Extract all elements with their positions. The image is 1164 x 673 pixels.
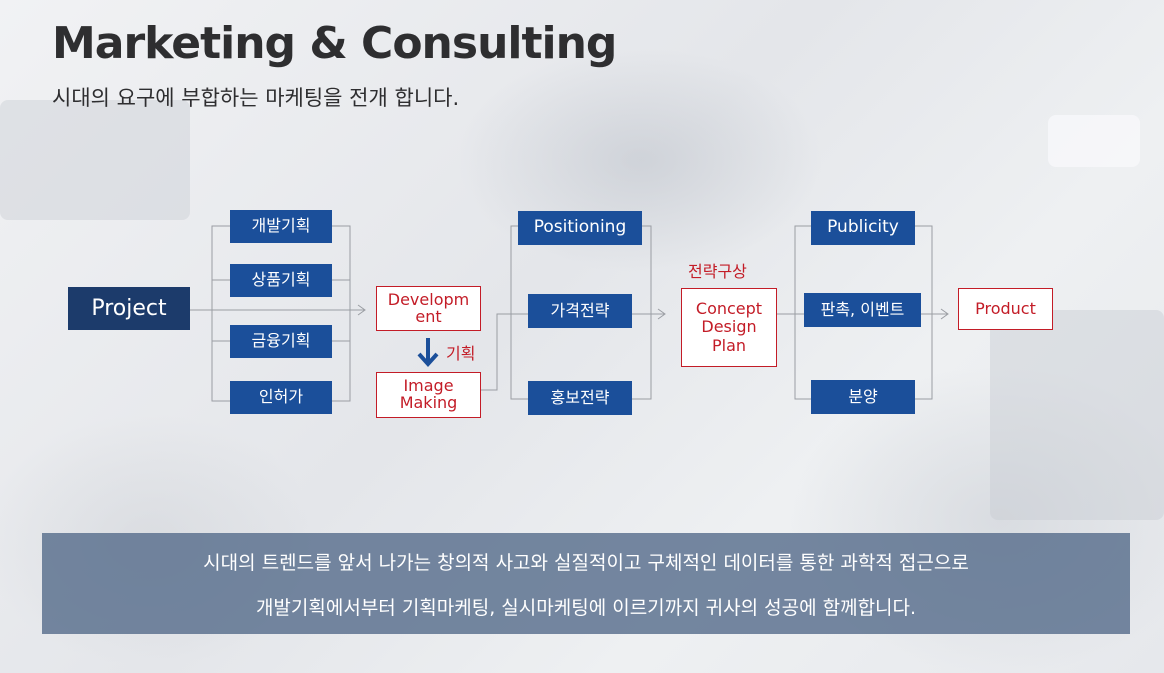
planning-item-product: 상품기획 [230, 264, 332, 297]
background-laptop-shape [0, 100, 190, 220]
summary-banner: 시대의 트렌드를 앞서 나가는 창의적 사고와 실질적이고 구체적인 데이터를 … [42, 533, 1130, 634]
positioning-header: Positioning [518, 211, 642, 245]
planning-label: 기획 [446, 344, 476, 363]
publicity-item-event: 판촉, 이벤트 [804, 293, 921, 327]
publicity-item-sale: 분양 [811, 380, 915, 414]
arrow-down-icon [417, 338, 439, 367]
page-subtitle: 시대의 요구에 부합하는 마케팅을 전개 합니다. [52, 86, 460, 110]
positioning-item-price: 가격전략 [528, 294, 632, 328]
positioning-item-promotion: 홍보전략 [528, 381, 632, 415]
banner-line-1: 시대의 트렌드를 앞서 나가는 창의적 사고와 실질적이고 구체적인 데이터를 … [203, 552, 969, 574]
planning-item-finance: 금융기획 [230, 325, 332, 358]
background-device-shape [990, 310, 1164, 520]
concept-box: Concept Design Plan [681, 288, 777, 367]
image-making-box: Image Making [376, 372, 481, 418]
development-box: Developm ent [376, 286, 481, 331]
strategy-label: 전략구상 [688, 262, 747, 281]
publicity-header: Publicity [811, 211, 915, 245]
background-phone-shape [1048, 115, 1140, 167]
page-title: Marketing & Consulting [52, 18, 617, 69]
project-box: Project [68, 287, 190, 330]
product-box: Product [958, 288, 1053, 330]
planning-item-permit: 인허가 [230, 381, 332, 414]
banner-line-2: 개발기획에서부터 기획마케팅, 실시마케팅에 이르기까지 귀사의 성공에 함께합… [255, 597, 917, 619]
planning-item-development: 개발기획 [230, 210, 332, 243]
